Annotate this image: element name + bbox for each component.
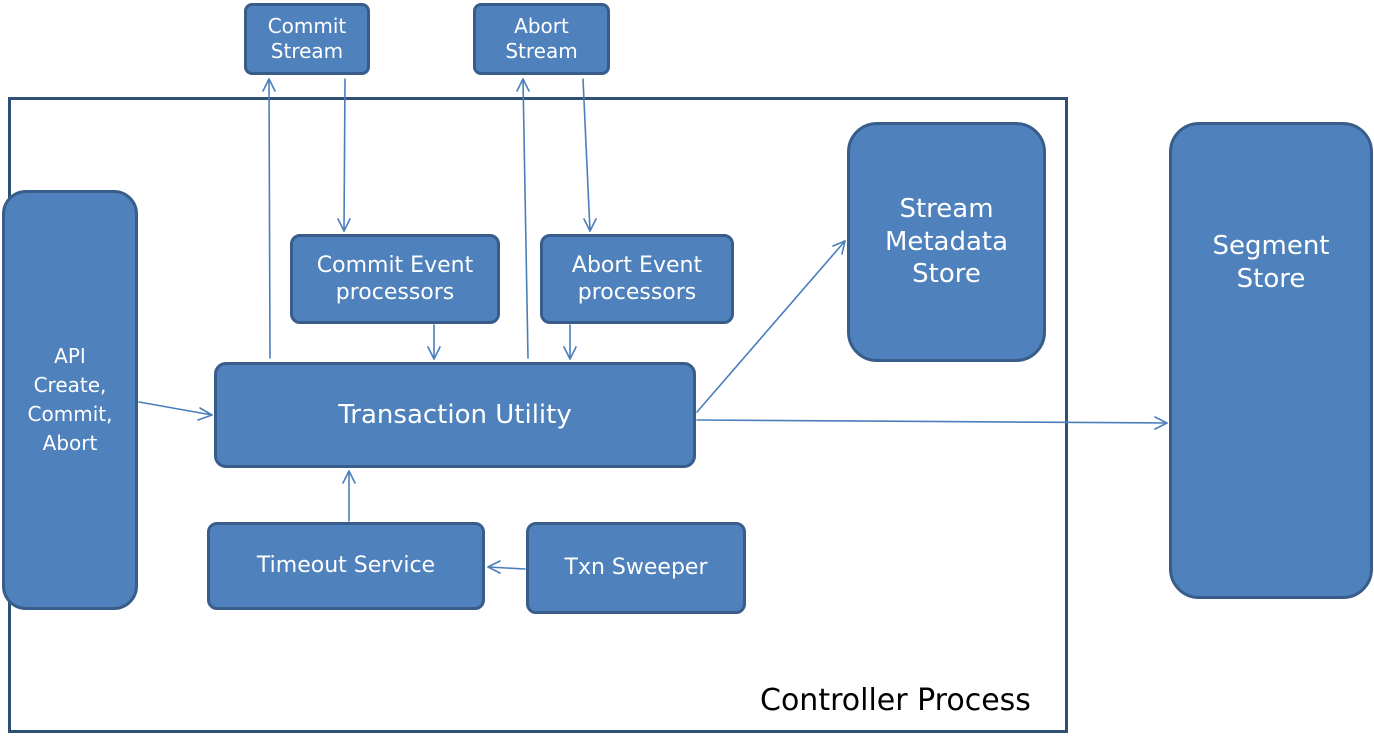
abort-event-processors-box: Abort Event processors — [540, 234, 734, 324]
api-box: API Create, Commit, Abort — [2, 190, 138, 610]
controller-process-label: Controller Process — [760, 683, 1031, 718]
txn-sweeper-box: Txn Sweeper — [526, 522, 746, 614]
commit-event-processors-box: Commit Event processors — [290, 234, 500, 324]
timeout-service-box: Timeout Service — [207, 522, 485, 610]
stream-metadata-store-box: Stream Metadata Store — [847, 122, 1046, 362]
abort-stream-box: Abort Stream — [473, 3, 610, 75]
transaction-utility-box: Transaction Utility — [214, 362, 696, 468]
segment-store-box: Segment Store — [1169, 122, 1373, 599]
commit-stream-box: Commit Stream — [244, 3, 370, 75]
